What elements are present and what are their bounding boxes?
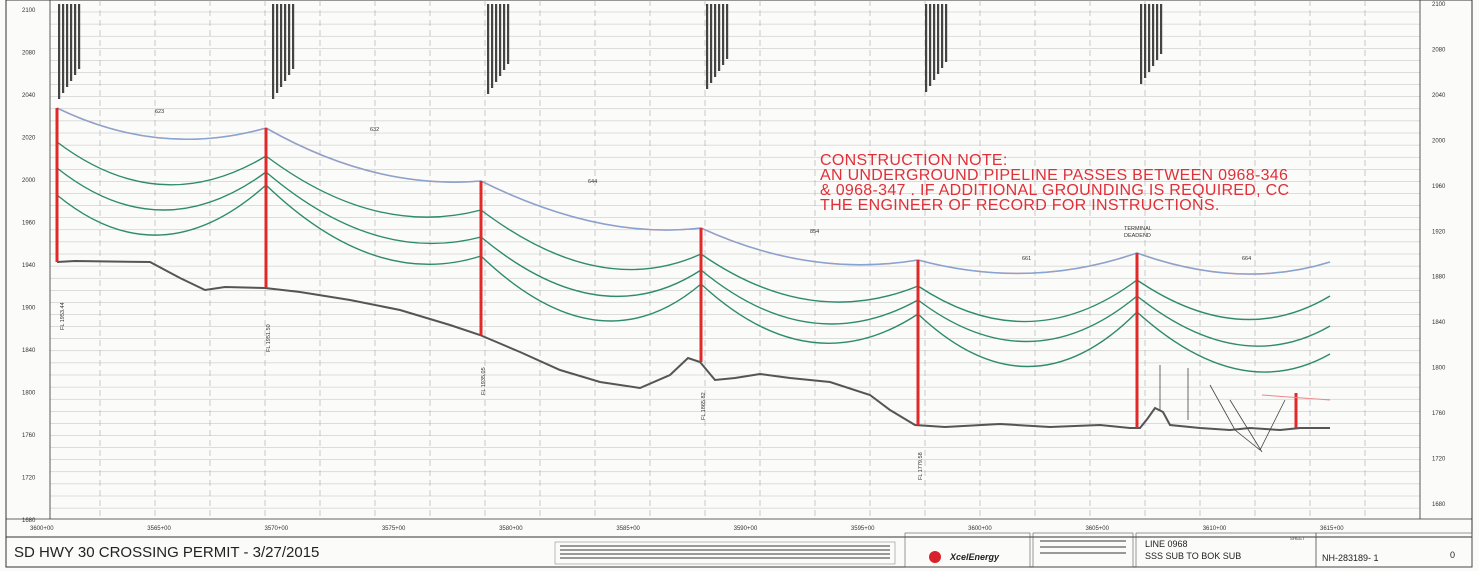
left-axis-tick: 2080 [22,51,36,57]
right-axis-tick: 1960 [1432,184,1446,190]
pole-labels: FL 1953.44 FL 1951.50 FL 1935.05 FL 1865… [60,302,924,480]
station-tick: 3585+00 [616,526,640,532]
right-axis-tick: 1880 [1432,275,1446,281]
station-tick: 3580+00 [499,526,523,532]
left-axis-tick: 1840 [22,348,36,354]
svg-text:DEADEND: DEADEND [1124,233,1151,239]
left-axis-tick: 1940 [22,263,36,269]
crossing-line [1261,394,1331,401]
line-description: SSS SUB TO BOK SUB [1145,551,1241,561]
right-elevation-axis: 2100 2080 2040 2000 1960 1920 1880 1840 1800 1760… [1432,2,1446,508]
station-tick: 3615+00 [1320,526,1344,532]
grid [50,0,1420,519]
right-axis-tick: 1760 [1432,411,1446,417]
xcel-logo-icon [929,551,941,563]
span-label-2: 632 [370,127,379,133]
right-axis-tick: 2000 [1432,138,1446,144]
left-axis-tick: 1680 [22,518,36,524]
ground-profile-line [56,259,1330,432]
span-label-6: 664 [1242,256,1251,262]
svg-text:TERMINAL: TERMINAL [1124,226,1152,232]
left-axis-tick: 2020 [22,136,36,142]
station-tick: 3590+00 [734,526,758,532]
poles [55,108,1298,428]
note-line-4: THE ENGINEER OF RECORD FOR INSTRUCTIONS. [820,197,1220,214]
span-label-4: 854 [810,229,819,235]
left-axis-tick: 1800 [22,391,36,397]
svg-text:FL 1865.82: FL 1865.82 [701,392,707,420]
left-axis-tick: 1960 [22,221,36,227]
station-tick: 3605+00 [1085,526,1109,532]
left-axis-tick: 1900 [22,306,36,312]
note-line-2: AN UNDERGROUND PIPELINE PASSES BETWEEN 0… [820,167,1288,184]
station-axis: 3600+00 3565+00 3570+00 3575+00 3580+00 3585+… [30,526,1344,532]
station-tick: 3600+00 [968,526,992,532]
left-axis-tick: 2100 [22,8,36,14]
station-tick: 3575+00 [382,526,406,532]
sheet-title: SD HWY 30 CROSSING PERMIT - 3/27/2015 [14,544,319,561]
left-axis-tick: 2000 [22,178,36,184]
span-labels: 623 632 644 854 661 664 [155,109,1251,262]
station-tick: 3610+00 [1203,526,1227,532]
left-axis-tick: 2040 [22,93,36,99]
left-axis-tick: 1760 [22,433,36,439]
structure-annotations [58,4,1163,99]
sheet-box-label: SHEET [1290,536,1305,541]
station-tick: 3600+00 [30,526,54,532]
left-axis-tick: 1720 [22,476,36,482]
note-line-1: CONSTRUCTION NOTE: [820,152,1008,169]
left-elevation-axis: 2100 2080 2040 2020 2000 1960 1940 1900 1840 1800… [22,8,36,524]
line-number: LINE 0968 [1145,539,1188,549]
svg-text:FL 1779.58: FL 1779.58 [918,452,924,480]
svg-text:FL 1953.44: FL 1953.44 [60,302,66,330]
right-axis-tick: 1840 [1432,320,1446,326]
right-axis-tick: 1800 [1432,366,1446,372]
svg-text:FL 1951.50: FL 1951.50 [266,324,272,352]
construction-note: CONSTRUCTION NOTE: AN UNDERGROUND PIPELI… [820,152,1289,214]
span-label-3: 644 [588,179,597,185]
svg-text:FL 1935.05: FL 1935.05 [481,367,487,395]
station-tick: 3570+00 [265,526,289,532]
right-axis-tick: 1720 [1432,457,1446,463]
station-tick: 3565+00 [147,526,171,532]
revision-number: 0 [1450,550,1455,560]
drawing-number: NH-283189- 1 [1322,553,1379,563]
right-axis-tick: 1920 [1432,229,1446,235]
terminal-deadend-label: TERMINAL DEADEND [1124,226,1152,239]
station-tick: 3595+00 [851,526,875,532]
span-label-1: 623 [155,109,164,115]
note-line-3: & 0968-347 . IF ADDITIONAL GROUNDING IS … [820,182,1289,199]
notes-block [560,545,890,559]
right-axis-tick: 2080 [1432,47,1446,53]
right-axis-tick: 2040 [1432,93,1446,99]
right-axis-tick: 1680 [1432,502,1446,508]
crossing-detail [1159,365,1286,453]
span-label-5: 661 [1022,256,1031,262]
right-axis-tick: 2100 [1432,2,1446,8]
xcel-logo-text: XcelEnergy [949,552,1000,562]
